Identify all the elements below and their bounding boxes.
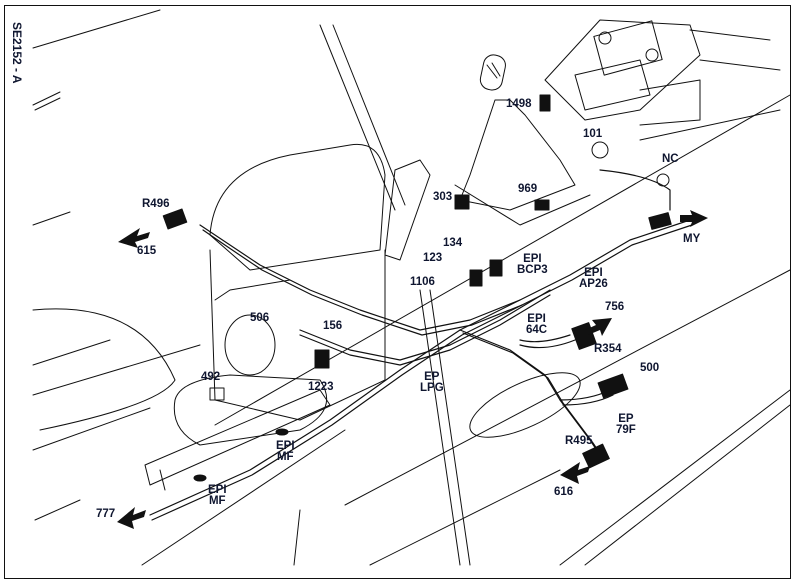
arrow-my-icon xyxy=(680,210,708,227)
callout-ep-lpg: EP LPG xyxy=(420,371,444,394)
arrow-616-icon xyxy=(560,462,590,484)
callout-epi-bcp3: EPI BCP3 xyxy=(517,253,548,276)
dashboard-radio xyxy=(544,19,781,159)
callout-303: 303 xyxy=(433,191,453,203)
callout-101: 101 xyxy=(583,128,603,140)
callout-nc: NC xyxy=(662,153,679,165)
arrow-777-icon xyxy=(117,507,146,529)
callout-506: 506 xyxy=(250,312,270,324)
callout-r495: R495 xyxy=(565,435,593,447)
callout-123: 123 xyxy=(423,252,443,264)
callout-epi-64c: EPI 64C xyxy=(526,313,548,336)
callout-969: 969 xyxy=(518,183,538,195)
callout-epi-mf-lower: EPI MF xyxy=(208,484,227,507)
callout-492: 492 xyxy=(201,371,221,383)
callout-777: 777 xyxy=(96,508,116,520)
callout-epi-ap26: EPI AP26 xyxy=(579,267,608,290)
callout-156: 156 xyxy=(323,320,343,332)
arrow-615-icon xyxy=(118,228,150,248)
callout-134: 134 xyxy=(443,237,463,249)
vehicle-outline xyxy=(32,9,791,566)
main-harness xyxy=(149,169,693,521)
sill-strip xyxy=(144,389,331,491)
callout-1498: 1498 xyxy=(506,98,532,110)
figure-frame xyxy=(4,5,791,579)
callout-616: 616 xyxy=(554,486,574,498)
callout-615: 615 xyxy=(137,245,157,257)
callout-1223: 1223 xyxy=(308,381,334,393)
centre-console xyxy=(173,143,431,446)
callout-756: 756 xyxy=(605,301,625,313)
callout-r354: R354 xyxy=(594,343,622,355)
arrow-756-icon xyxy=(585,318,612,336)
connectors xyxy=(162,94,672,469)
callout-ep-79f: EP 79F xyxy=(616,413,636,436)
callout-my: MY xyxy=(683,233,701,245)
callout-epi-mf-upper: EPI MF xyxy=(276,440,295,463)
direction-arrows xyxy=(117,210,708,529)
reference-code: SE2152 - A xyxy=(10,22,24,84)
callout-r496: R496 xyxy=(142,198,170,210)
callout-500: 500 xyxy=(640,362,660,374)
gear-lever xyxy=(454,54,591,226)
callout-1106: 1106 xyxy=(410,276,435,288)
